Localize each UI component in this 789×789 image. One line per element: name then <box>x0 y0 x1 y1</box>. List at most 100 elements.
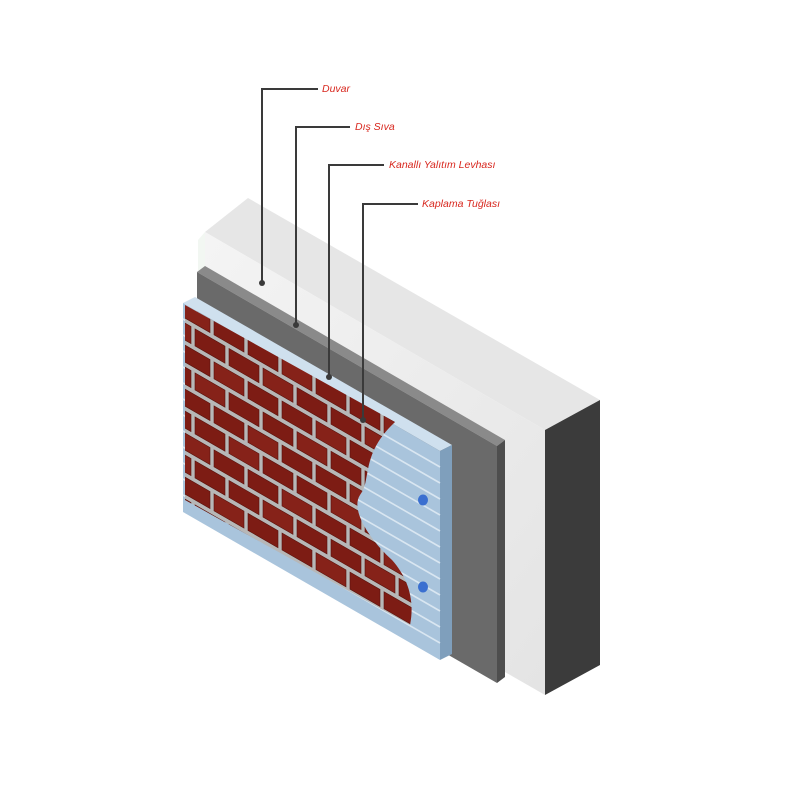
brick <box>247 512 279 549</box>
label-duvar: Duvar <box>322 83 351 95</box>
brick <box>330 450 362 487</box>
brick <box>146 543 176 577</box>
leader-dis-siva <box>295 126 350 324</box>
brick <box>350 704 380 738</box>
brick <box>349 527 381 563</box>
brick <box>228 347 260 384</box>
brick <box>194 328 226 364</box>
brick <box>194 592 226 625</box>
brick <box>281 488 313 524</box>
brick <box>330 494 362 531</box>
brick <box>146 279 176 313</box>
brick <box>315 464 347 500</box>
brick <box>399 710 429 744</box>
brick <box>194 372 226 408</box>
brick <box>297 696 327 730</box>
brick <box>146 411 176 445</box>
brick <box>262 499 294 535</box>
brick <box>262 587 294 623</box>
leader-yalitim <box>328 164 384 376</box>
brick <box>452 763 482 789</box>
brick <box>228 611 260 625</box>
label-tugla: Kaplama Tuğlası <box>422 198 500 210</box>
brick <box>146 587 176 621</box>
brick <box>330 406 362 443</box>
brick <box>418 743 448 777</box>
brick <box>330 538 362 575</box>
brick <box>228 435 260 472</box>
brick <box>185 616 192 625</box>
brick <box>263 676 293 710</box>
brick <box>228 479 260 516</box>
leader-lines <box>259 88 418 423</box>
brick <box>331 715 361 749</box>
brick <box>398 577 412 614</box>
brick <box>194 416 226 452</box>
brick <box>467 750 497 784</box>
brick <box>296 519 328 555</box>
brick <box>213 581 245 617</box>
brick <box>452 675 482 709</box>
brick <box>262 367 294 403</box>
brick <box>185 308 192 345</box>
brick <box>296 607 328 625</box>
brick <box>213 405 245 441</box>
leader-tugla <box>362 203 418 419</box>
brick <box>263 632 293 666</box>
brick <box>213 493 245 529</box>
brick <box>247 600 279 625</box>
brick <box>281 620 313 625</box>
brick <box>433 686 463 720</box>
brick <box>281 444 313 480</box>
brick <box>185 473 211 510</box>
brick <box>185 352 192 389</box>
brick <box>146 367 176 401</box>
brick <box>365 735 395 769</box>
leader-dot <box>360 417 366 423</box>
brick <box>384 724 414 758</box>
brick <box>185 341 211 378</box>
leader-dot <box>326 374 332 380</box>
brick <box>296 387 328 423</box>
plaster-side <box>497 440 505 683</box>
brick <box>399 666 429 700</box>
brick <box>315 552 347 588</box>
brick <box>433 774 463 789</box>
brick <box>467 706 497 740</box>
brick <box>331 627 361 661</box>
brick <box>195 637 225 671</box>
plaster-top <box>197 266 505 446</box>
brick <box>146 499 176 533</box>
brick <box>185 561 211 598</box>
wall-side-face <box>545 400 600 695</box>
brick <box>247 424 279 461</box>
brick <box>194 460 226 496</box>
brick <box>262 455 294 491</box>
brick <box>296 431 328 467</box>
brick <box>297 652 327 686</box>
brick <box>185 440 192 477</box>
fastener-dot <box>418 494 428 506</box>
brick <box>315 508 347 544</box>
brick <box>228 391 260 428</box>
labels: Duvar Dış Sıva Kanallı Yalıtım Levhası K… <box>322 83 500 210</box>
brick <box>185 572 192 609</box>
brick <box>185 429 211 466</box>
brick <box>350 660 380 694</box>
brick <box>384 680 414 714</box>
brick <box>331 671 361 705</box>
brick <box>214 626 244 660</box>
brick <box>247 468 279 505</box>
brick <box>146 455 176 489</box>
label-yalitim: Kanallı Yalıtım Levhası <box>389 159 496 171</box>
brick <box>349 571 381 607</box>
brick <box>452 719 482 753</box>
leader-duvar <box>261 88 318 282</box>
brick <box>146 323 176 357</box>
brick <box>316 641 346 675</box>
brick <box>185 528 192 565</box>
brick <box>262 411 294 447</box>
brick <box>185 396 192 433</box>
brick <box>213 449 245 485</box>
